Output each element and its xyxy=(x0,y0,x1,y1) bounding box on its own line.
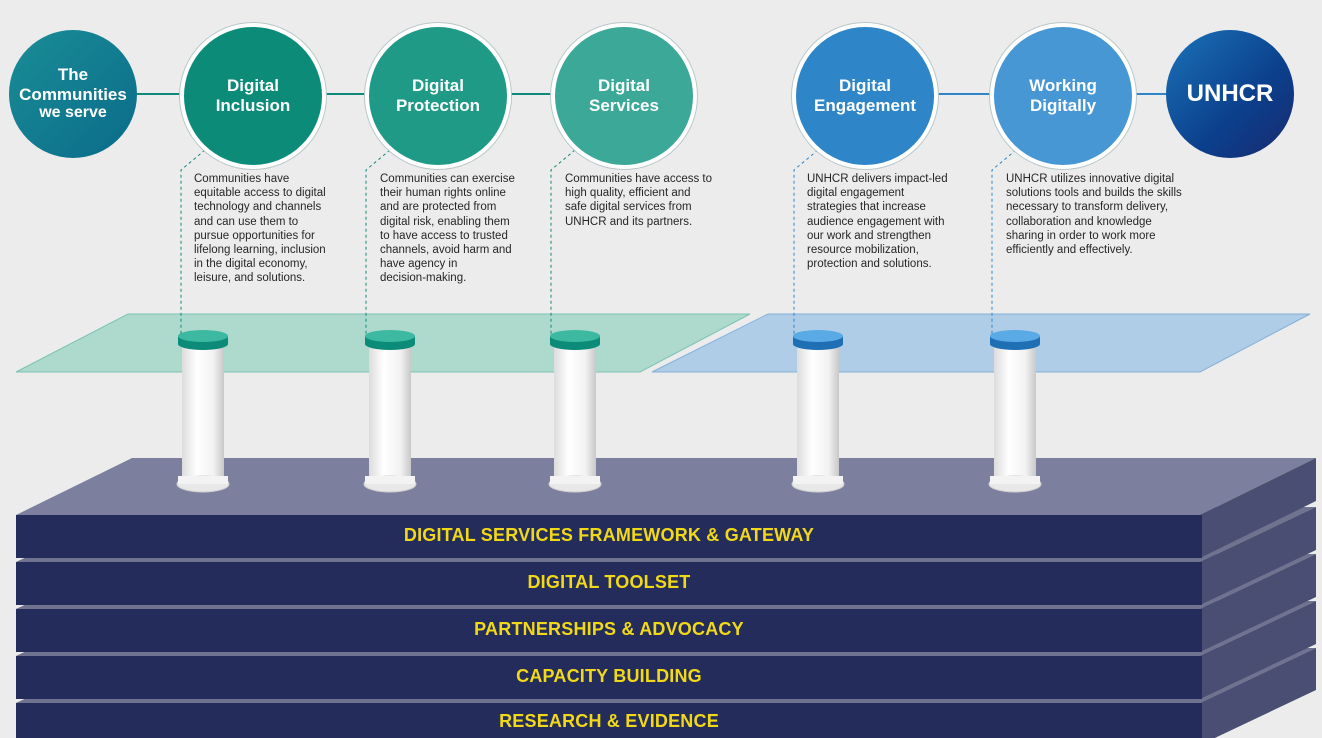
inclusion-line-1: Digital xyxy=(227,76,279,96)
foundation-stack xyxy=(16,458,1316,738)
unhcr-label: UNHCR xyxy=(1186,80,1274,108)
services-line-1: Digital xyxy=(598,76,650,96)
communities-line-3: we serve xyxy=(39,104,107,122)
inclusion-line-2: Inclusion xyxy=(215,96,291,115)
leader-line-engagement xyxy=(793,149,819,334)
leader-line-working xyxy=(991,149,1017,334)
description-working-digitally: UNHCR utilizes innovative digital soluti… xyxy=(1006,173,1182,257)
description-digital-engagement: UNHCR delivers impact-led digital engage… xyxy=(807,173,948,271)
description-digital-protection: Communities can exercise their human rig… xyxy=(380,173,515,285)
circle-digital-inclusion: Digital Inclusion xyxy=(180,23,326,169)
pillar-inclusion xyxy=(176,330,230,493)
layer-label-digital-toolset: DIGITAL TOOLSET xyxy=(527,572,691,592)
leader-line-services xyxy=(550,149,576,334)
leader-line-inclusion xyxy=(180,149,206,334)
circle-digital-engagement: Digital Engagement xyxy=(792,23,938,169)
unhcr-plane xyxy=(651,313,1311,373)
leader-line-protection xyxy=(365,149,391,334)
layer-digital-services-framework xyxy=(16,458,1316,558)
circle-digital-protection: Digital Protection xyxy=(365,23,511,169)
engagement-line-2: Engagement xyxy=(813,96,917,115)
leader-lines xyxy=(180,149,1017,334)
protection-line-1: Digital xyxy=(412,76,464,96)
layer-label-capacity-building: CAPACITY BUILDING xyxy=(516,666,702,686)
pillar-protection xyxy=(363,330,417,493)
working-line-2: Digitally xyxy=(1029,96,1097,115)
protection-line-2: Protection xyxy=(395,96,481,115)
engagement-line-1: Digital xyxy=(839,76,891,96)
services-line-2: Services xyxy=(589,96,659,115)
working-line-1: Working xyxy=(1029,76,1097,96)
pillar-services xyxy=(548,330,602,493)
communities-line-2: Communities xyxy=(19,84,127,104)
description-digital-services: Communities have access to high quality,… xyxy=(565,173,713,228)
pillar-engagement xyxy=(791,330,845,493)
circle-communities: The Communities we serve xyxy=(9,30,137,158)
communities-line-1: The xyxy=(57,65,89,85)
circle-working-digitally: Working Digitally xyxy=(990,23,1136,169)
circle-digital-services: Digital Services xyxy=(551,23,697,169)
layer-label-partnerships-advocacy: PARTNERSHIPS & ADVOCACY xyxy=(474,619,744,639)
layer-label-research-evidence: RESEARCH & EVIDENCE xyxy=(499,711,719,731)
description-digital-inclusion: Communities have equitable access to dig… xyxy=(194,173,326,285)
layer-label-digital-services-framework: DIGITAL SERVICES FRAMEWORK & GATEWAY xyxy=(403,525,815,545)
circle-unhcr: UNHCR xyxy=(1166,30,1294,158)
pillar-working xyxy=(988,330,1042,493)
